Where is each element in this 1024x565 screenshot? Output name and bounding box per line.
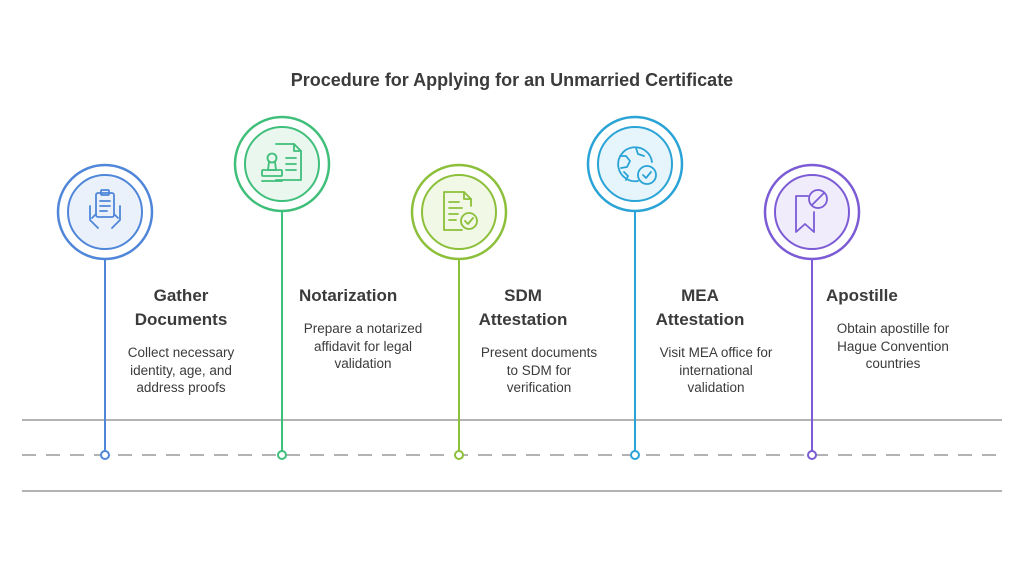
diagram-title: Procedure for Applying for an Unmarried … — [290, 70, 734, 90]
step-title: Gather Documents — [106, 284, 256, 332]
step-description: Present documents to SDM for verificatio… — [464, 344, 614, 397]
step-mea-attestation — [586, 115, 684, 460]
step-description: Visit MEA office for international valid… — [641, 344, 791, 397]
step-road-dot — [807, 450, 817, 460]
bookmark-seal-icon — [795, 189, 828, 233]
step-road-dot — [277, 450, 287, 460]
step-title-line: Gather — [153, 286, 209, 305]
step-desc-line: identity, age, and — [130, 362, 232, 378]
step-title-line: Notarization — [299, 286, 398, 305]
step-desc-line: verification — [506, 380, 572, 395]
step-inner-circle — [774, 174, 850, 250]
step-road-dot — [100, 450, 110, 460]
step-desc-line: Collect necessary — [127, 345, 235, 360]
step-road-dot — [630, 450, 640, 460]
step-inner-circle — [67, 174, 143, 250]
step-title: Apostille — [826, 284, 976, 308]
step-apostille — [763, 163, 861, 460]
step-inner-circle — [597, 126, 673, 202]
step-desc-line: countries — [865, 356, 921, 371]
step-title-line: MEA — [681, 286, 719, 305]
step-desc-line: validation — [334, 356, 392, 371]
step-description: Prepare a notarized affidavit for legal … — [288, 320, 438, 373]
step-desc-line: Obtain apostille for — [836, 321, 950, 336]
step-title-line: Attestation — [478, 310, 568, 329]
step-description: Obtain apostille for Hague Convention co… — [818, 320, 968, 373]
step-desc-line: Present documents — [480, 345, 598, 360]
step-notarization — [233, 115, 331, 460]
step-title-line: Attestation — [655, 310, 745, 329]
step-road-dot — [454, 450, 464, 460]
step-desc-line: international — [679, 362, 753, 378]
step-title-line: SDM — [504, 286, 542, 305]
clipboard-hands-icon — [89, 189, 121, 229]
step-inner-circle — [244, 126, 320, 202]
step-gather-documents — [56, 163, 154, 460]
step-sdm-attestation — [410, 163, 508, 460]
step-desc-line: Prepare a notarized — [303, 321, 423, 336]
step-title-line: Apostille — [826, 286, 898, 305]
step-title: MEA Attestation — [625, 284, 775, 332]
globe-check-icon — [617, 146, 657, 185]
step-title: SDM Attestation — [448, 284, 598, 332]
step-description: Collect necessary identity, age, and add… — [106, 344, 256, 397]
step-title: Notarization — [299, 284, 449, 308]
step-inner-circle — [421, 174, 497, 250]
step-desc-line: address proofs — [136, 380, 226, 395]
stamp-document-icon — [261, 143, 302, 182]
step-title-line: Documents — [134, 310, 228, 329]
step-desc-line: to SDM for — [506, 362, 572, 378]
step-desc-line: Visit MEA office for — [659, 345, 773, 360]
step-desc-line: validation — [687, 380, 745, 395]
document-check-icon — [443, 191, 478, 231]
step-desc-line: Hague Convention — [837, 338, 949, 354]
step-desc-line: affidavit for legal — [313, 338, 413, 354]
